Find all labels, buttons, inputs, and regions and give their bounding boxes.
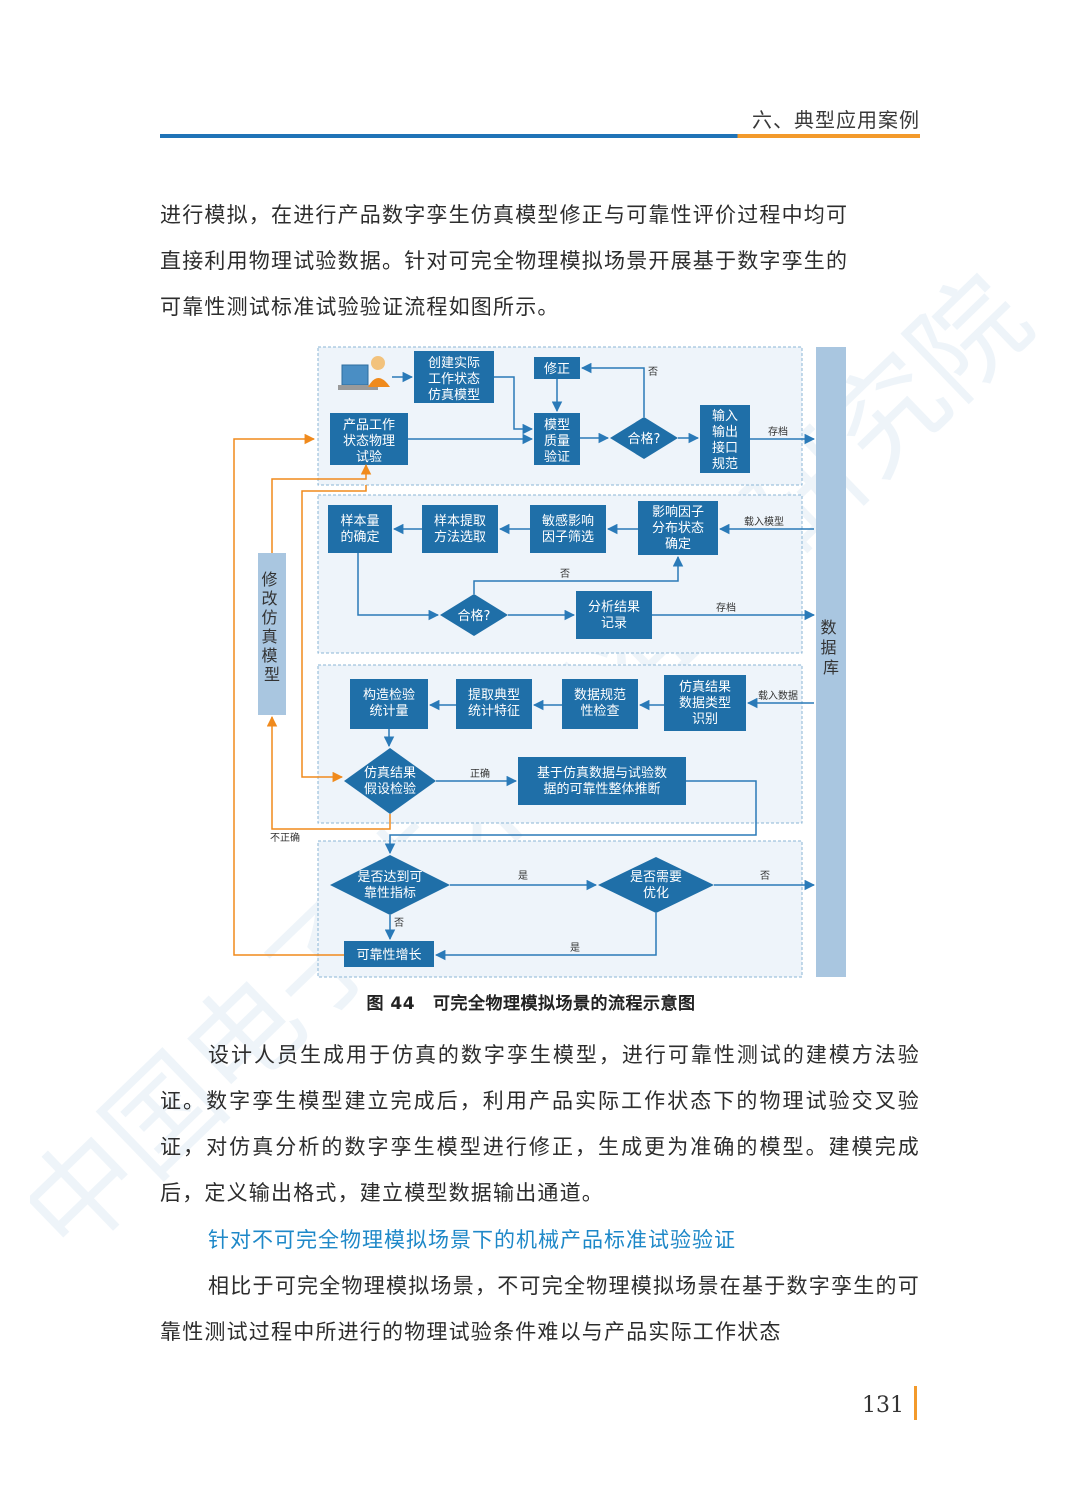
svg-text:存档: 存档: [716, 601, 736, 614]
box-data-norm: [562, 679, 638, 729]
paragraph-1-line-2: 直接利用物理试验数据。针对可完全物理模拟场景开展基于数字孪生的: [160, 249, 849, 273]
svg-text:存档: 存档: [768, 425, 788, 438]
box-extract-feature: [456, 679, 532, 729]
svg-text:载入数据: 载入数据: [758, 689, 798, 702]
svg-text:修正: 修正: [544, 362, 570, 377]
box-output: [700, 405, 750, 473]
svg-text:敏感影响因子筛选: 敏感影响因子筛选: [542, 513, 594, 545]
box-sample-method: [422, 505, 498, 553]
box-correct: [534, 357, 580, 379]
flow-diagram: 数 据 库 修 改 仿 真 模 型 创建实际工作状态仿真模型 产品工作状态物理试…: [233, 346, 846, 978]
svg-text:是: 是: [570, 942, 580, 954]
paragraph-2: 设计人员生成用于仿真的数字孪生模型，进行可靠性测试的建模方法验证。数字孪生模型建…: [160, 1043, 920, 1205]
box-sensitivity: [530, 505, 606, 553]
svg-text:正确: 正确: [470, 767, 490, 780]
page-number: 131: [862, 1393, 904, 1418]
svg-text:是: 是: [518, 870, 528, 882]
database-label: 数 据 库: [820, 618, 841, 677]
svg-text:合格?: 合格?: [628, 431, 661, 447]
paragraph-3: 相比于可完全物理模拟场景，不可完全物理模拟场景在基于数字孪生的可靠性测试过程中所…: [160, 1274, 920, 1344]
svg-text:否: 否: [648, 366, 658, 378]
svg-text:是否达到可靠性指标: 是否达到可靠性指标: [357, 870, 422, 901]
section-subheading: 针对不可完全物理模拟场景下的机械产品标准试验验证: [208, 1228, 736, 1252]
svg-text:样本量的确定: 样本量的确定: [340, 514, 379, 545]
svg-text:影响因子分布状态确定: 影响因子分布状态确定: [652, 504, 704, 552]
svg-text:模型质量验证: 模型质量验证: [544, 418, 570, 465]
paragraph-1: 进行模拟，在进行产品数字孪生仿真模型修正与可靠性评价过程中均可 直接利用物理试验…: [160, 192, 920, 330]
header-rule: [160, 134, 920, 138]
box-sim-type: [664, 675, 746, 731]
svg-text:基于仿真数据与试验数据的可靠性整体推断: 基于仿真数据与试验数据的可靠性整体推断: [537, 765, 667, 797]
database-bar: [816, 347, 846, 977]
svg-text:数据规范性检查: 数据规范性检查: [574, 688, 626, 719]
engineer-icon: [338, 356, 390, 390]
svg-text:提取典型统计特征: 提取典型统计特征: [468, 687, 520, 719]
svg-text:载入模型: 载入模型: [744, 515, 784, 528]
svg-text:样本提取方法选取: 样本提取方法选取: [434, 513, 486, 545]
paragraph-1-line-3: 可靠性测试标准试验验证流程如图所示。: [160, 295, 560, 319]
svg-text:否: 否: [760, 870, 770, 882]
decision-target: [330, 855, 450, 915]
figure-number: 图 44: [366, 994, 416, 1014]
figure-caption: 图 44 可完全物理模拟场景的流程示意图: [0, 989, 1080, 1014]
decision-pass-2: [440, 594, 508, 636]
modify-model-bar: [258, 553, 286, 715]
svg-text:否: 否: [394, 917, 404, 929]
box-reliability-infer: [518, 757, 686, 805]
svg-text:是否需要优化: 是否需要优化: [630, 870, 682, 901]
figure-title: 可完全物理模拟场景的流程示意图: [433, 994, 696, 1014]
paragraph-1-line-1: 进行模拟，在进行产品数字孪生仿真模型修正与可靠性评价过程中均可: [160, 203, 849, 227]
decision-pass-1: [610, 417, 678, 459]
box-reliability-growth: [344, 941, 434, 967]
page-number-bar: [914, 1386, 917, 1420]
svg-text:不正确: 不正确: [270, 831, 300, 844]
svg-text:仿真结果数据类型识别: 仿真结果数据类型识别: [679, 680, 731, 727]
box-physical-test: [330, 413, 408, 465]
box-model-check: [534, 413, 580, 465]
svg-text:创建实际工作状态仿真模型: 创建实际工作状态仿真模型: [428, 356, 480, 403]
box-factor-dist: [638, 501, 718, 555]
box-create-model: [414, 351, 494, 403]
svg-text:可靠性增长: 可靠性增长: [356, 948, 421, 963]
box-analysis-record: [576, 591, 652, 639]
svg-text:合格?: 合格?: [458, 608, 491, 624]
header-title: 六、典型应用案例: [752, 108, 920, 132]
box-sample-size: [328, 505, 392, 553]
svg-text:否: 否: [560, 568, 570, 580]
box-construct-stat: [350, 679, 428, 729]
svg-text:分析结果记录: 分析结果记录: [588, 600, 640, 631]
svg-text:仿真结果假设检验: 仿真结果假设检验: [364, 766, 416, 797]
modify-model-label: 修 改 仿 真 模 型: [261, 570, 282, 684]
svg-text:构造检验统计量: 构造检验统计量: [363, 687, 415, 719]
svg-text:产品工作状态物理试验: 产品工作状态物理试验: [343, 418, 395, 465]
decision-optimize: [598, 857, 714, 913]
svg-text:输入输出接口规范: 输入输出接口规范: [712, 408, 738, 472]
